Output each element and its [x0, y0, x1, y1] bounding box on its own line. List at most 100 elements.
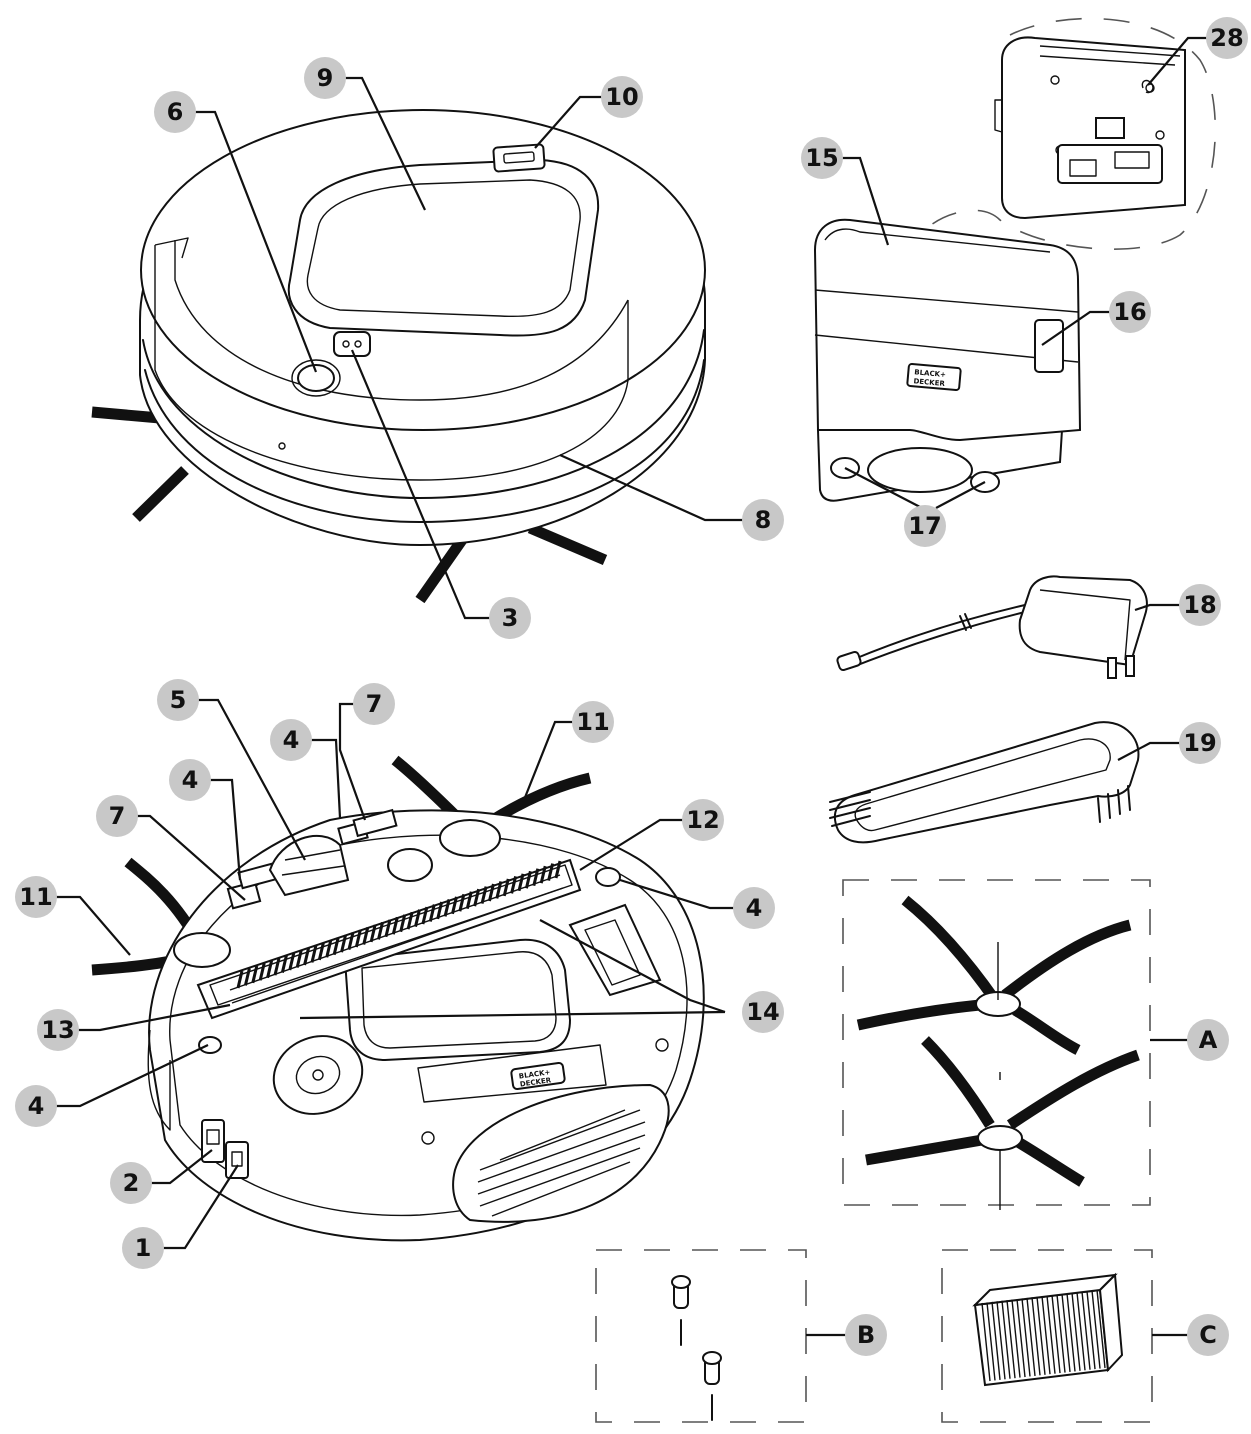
- svg-text:4: 4: [28, 1092, 45, 1120]
- callout-15: 15: [801, 137, 843, 179]
- leader-4d: [55, 1044, 209, 1108]
- robot-bumper-inner: [174, 240, 629, 401]
- robot-bumper-band-1: [142, 329, 705, 499]
- callout-11-right: 11: [572, 701, 614, 743]
- dock-keyhole: [1141, 79, 1154, 94]
- dock-rear-socket: [1057, 144, 1163, 184]
- battery-cover: [343, 938, 572, 1062]
- callout-1: 1: [122, 1227, 164, 1269]
- cliff-sensor-front: [198, 1036, 222, 1054]
- callout-badges: 6 9 10 8 3 15 16 17 28 18 19 5 7 4 11 12…: [15, 17, 1248, 1356]
- svg-text:9: 9: [317, 64, 334, 92]
- leader-6: [193, 110, 318, 373]
- adapter-plug-tip: [836, 650, 862, 672]
- bin-release-button: [492, 143, 546, 173]
- screw-1: [671, 1275, 691, 1346]
- wifi-sensor-window: [333, 331, 371, 357]
- leader-4a: [310, 738, 342, 819]
- leader-2: [150, 1149, 213, 1185]
- robot-bumper-front: [154, 245, 629, 481]
- callout-4-right: 4: [733, 887, 775, 929]
- dock-rear-inset-frame: [924, 17, 1217, 250]
- drive-wheel-hub: [295, 1055, 341, 1095]
- callout-14: 14: [742, 991, 784, 1033]
- svg-text:18: 18: [1183, 591, 1216, 619]
- svg-text:7: 7: [366, 690, 383, 718]
- bottom-logo-plate: BLACK+ DECKER: [510, 1061, 566, 1091]
- leader-11b: [55, 895, 131, 956]
- callout-16: 16: [1109, 291, 1151, 333]
- leader-3: [350, 349, 490, 620]
- callout-12: 12: [682, 799, 724, 841]
- dock-rear-body: [1001, 36, 1186, 220]
- callout-4-left: 4: [169, 759, 211, 801]
- dock-logo-line-2: DECKER: [913, 377, 946, 388]
- svg-text:14: 14: [746, 998, 779, 1026]
- svg-text:4: 4: [182, 766, 199, 794]
- callout-19: 19: [1179, 722, 1221, 764]
- svg-text:28: 28: [1210, 24, 1243, 52]
- leader-11a: [518, 720, 574, 811]
- adapter-prong-2: [1125, 655, 1135, 677]
- leader-4c: [619, 878, 735, 910]
- svg-text:5: 5: [170, 686, 187, 714]
- leader-19: [1117, 741, 1180, 761]
- leader-17b: [935, 481, 986, 509]
- dust-bin-lid-outer: [287, 158, 600, 337]
- screw-2: [702, 1351, 722, 1421]
- sensor-eye-left: [342, 340, 350, 348]
- svg-text:16: 16: [1113, 298, 1146, 326]
- svg-text:2: 2: [123, 1169, 140, 1197]
- leader-16: [1041, 310, 1110, 346]
- dust-bin-lid-inner: [306, 179, 581, 318]
- callout-17: 17: [904, 505, 946, 547]
- leader-12: [579, 818, 684, 871]
- dock-body: [813, 218, 1082, 442]
- robot-bumper-edge: [154, 237, 189, 259]
- svg-text:7: 7: [109, 802, 126, 830]
- side-brush-top-left-1: [91, 406, 161, 424]
- svg-text:3: 3: [502, 604, 519, 632]
- callout-13: 13: [37, 1009, 79, 1051]
- power-button-ring: [291, 359, 341, 397]
- leader-4b: [208, 778, 242, 881]
- side-brush-spare-2: [865, 1036, 1140, 1210]
- callout-9: 9: [304, 57, 346, 99]
- cliff-sensor-right: [595, 867, 621, 887]
- svg-text:C: C: [1199, 1321, 1217, 1349]
- robot-indicator-dot: [278, 442, 286, 450]
- leader-lines: [55, 36, 1207, 1337]
- hepa-filter: [972, 1272, 1124, 1387]
- leader-7b: [136, 814, 246, 901]
- side-brush-hub-right: [439, 819, 501, 857]
- leader-8: [559, 453, 744, 522]
- svg-text:19: 19: [1183, 729, 1216, 757]
- callout-6: 6: [154, 91, 196, 133]
- leader-28: [1147, 36, 1207, 86]
- leader-14a: [539, 919, 726, 1014]
- svg-text:1: 1: [135, 1234, 152, 1262]
- svg-text:B: B: [857, 1321, 875, 1349]
- dock-rear-inset: [924, 17, 1217, 250]
- callout-7-top: 7: [353, 683, 395, 725]
- leader-14b: [299, 1010, 726, 1020]
- front-caster: [387, 848, 433, 882]
- svg-text:17: 17: [908, 512, 941, 540]
- cleaning-tool-slot: [854, 738, 1111, 832]
- callout-a: A: [1187, 1019, 1229, 1061]
- adapter-prong-1: [1107, 657, 1117, 679]
- bottom-panel-recess: [417, 1044, 607, 1103]
- callout-11-left: 11: [15, 876, 57, 918]
- side-brush-top-left-2: [132, 466, 189, 522]
- side-brush-hub-left: [173, 932, 231, 968]
- cleaning-tool-teeth: [829, 785, 1131, 827]
- leader-15: [840, 156, 890, 246]
- bottom-side-panel: [147, 1029, 171, 1131]
- dock-top-band: [814, 289, 1079, 313]
- callout-c: C: [1187, 1314, 1229, 1356]
- charging-contact-2: [352, 808, 398, 838]
- callout-3: 3: [489, 597, 531, 639]
- robot-top-view: [91, 109, 706, 604]
- callout-4-bottom: 4: [15, 1085, 57, 1127]
